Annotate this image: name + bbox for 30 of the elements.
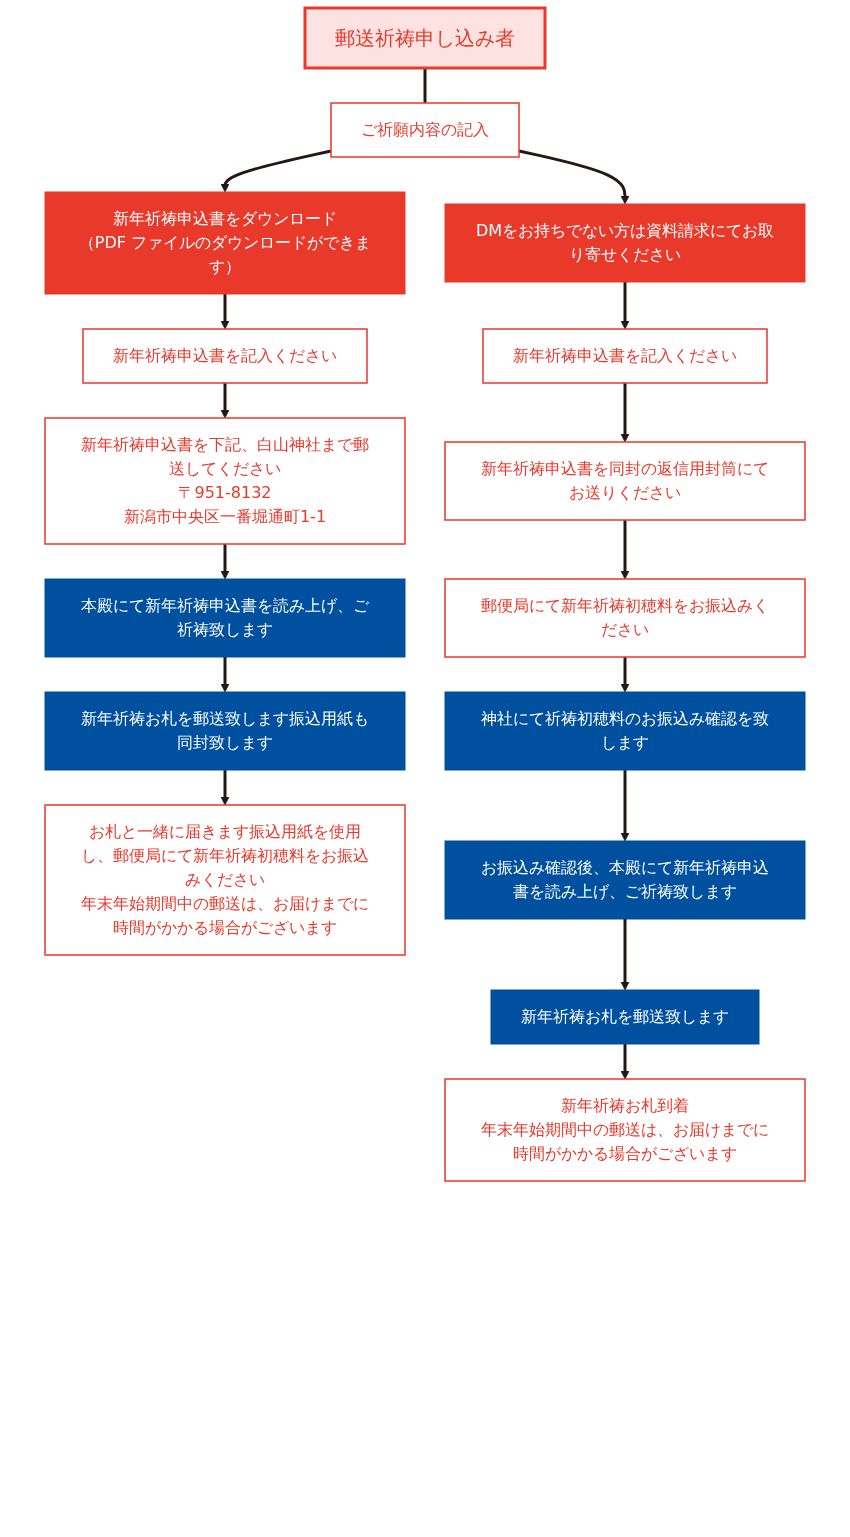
node-box: 新年祈祷申込書を記入ください <box>82 328 368 384</box>
node-box: 新年祈祷申込書を記入ください <box>482 328 768 384</box>
node-box: DMをお持ちでない方は資料請求にてお取り寄せください <box>444 203 806 283</box>
arrow <box>220 294 230 330</box>
arrow <box>220 657 230 693</box>
arrow <box>620 520 630 580</box>
arrow <box>620 1044 630 1080</box>
arrow <box>620 383 630 443</box>
arrow <box>220 383 230 419</box>
arrow <box>620 282 630 330</box>
node-box: 郵便局にて新年祈祷初穂料をお振込みください <box>444 578 806 658</box>
node-box: 新年祈祷お札を郵送致します <box>490 989 760 1045</box>
node-box: お札と一緒に届きます振込用紙を使用し、郵便局にて新年祈祷初穂料をお振込みください 年末年始期間中の郵送は、お届けまでに時間がかかる場合がございます <box>44 804 406 956</box>
node-box: 神社にて祈祷初穂料のお振込み確認を致します <box>444 691 806 771</box>
node-box: ご祈願内容の記入 <box>330 102 520 158</box>
node-box: 郵送祈祷申し込み者 <box>303 6 547 70</box>
arrow <box>220 544 230 580</box>
node-box: 新年祈祷お札到着 年末年始期間中の郵送は、お届けまでに時間がかかる場合がございます <box>444 1078 806 1182</box>
arrow <box>220 149 332 193</box>
node-box: 新年祈祷申込書を下記、白山神社まで郵送してください 〒951-8132 新潟市中央区一番堀通町1-1 <box>44 417 406 545</box>
arrow <box>620 919 630 991</box>
connector <box>423 68 427 103</box>
node-box: お振込み確認後、本殿にて新年祈祷申込書を読み上げ、ご祈祷致します <box>444 840 806 920</box>
arrow <box>620 657 630 693</box>
node-box: 新年祈祷申込書をダウンロード （PDF ファイルのダウンロードができます） <box>44 191 406 295</box>
node-box: 新年祈祷お札を郵送致します振込用紙も同封致します <box>44 691 406 771</box>
node-box: 本殿にて新年祈祷申込書を読み上げ、ご祈祷致します <box>44 578 406 658</box>
arrow <box>620 770 630 842</box>
arrow <box>220 770 230 806</box>
node-box: 新年祈祷申込書を同封の返信用封筒にてお送りください <box>444 441 806 521</box>
